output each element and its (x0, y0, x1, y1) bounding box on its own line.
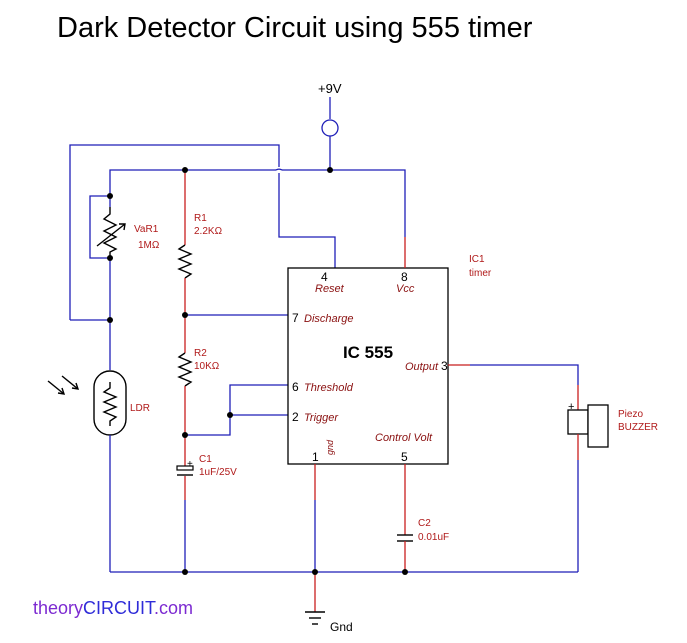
pin4-name: Reset (315, 283, 345, 295)
output-wire (470, 364, 579, 385)
junction-dot (227, 412, 233, 418)
r1-ref-label: R1 (194, 213, 207, 224)
threshold-wire (185, 384, 288, 436)
supply-label: +9V (318, 81, 342, 96)
pin6-number: 6 (292, 380, 299, 394)
ic-ref-label: IC1 (469, 254, 485, 265)
pin8-name: Vcc (396, 283, 415, 295)
ground-symbol (305, 572, 325, 625)
supply-terminal: +9V (318, 81, 342, 170)
junction-dot (312, 569, 318, 575)
resistor-r1 (177, 170, 193, 315)
pin2-number: 2 (292, 410, 299, 424)
junction-dot (182, 569, 188, 575)
brand-part-theory: theory (33, 598, 84, 618)
piezo-buzzer: + (567, 385, 609, 572)
junction-dot (327, 167, 333, 173)
c1-ref-label: C1 (199, 454, 212, 465)
pin1-name: gnd (325, 439, 335, 455)
junction-dot (107, 317, 113, 323)
brand-part-circuit: CIRCUIT (83, 598, 155, 618)
c1-value-label: 1uF/25V (199, 467, 237, 478)
buzzer-label-line1: Piezo (618, 409, 643, 420)
r1-value-label: 2.2KΩ (194, 226, 223, 237)
pin2-name: Trigger (304, 412, 339, 424)
pin3-name: Output (405, 361, 439, 373)
c2-ref-label: C2 (418, 518, 431, 529)
ldr-label: LDR (130, 403, 150, 414)
capacitor-c1: + (176, 435, 194, 572)
pin4-number: 4 (321, 270, 328, 284)
buzzer-label-line2: BUZZER (618, 422, 658, 433)
pin1-number: 1 (312, 450, 319, 464)
ic-555: IC 555 (287, 267, 449, 465)
pin5-number: 5 (401, 450, 408, 464)
r2-value-label: 10KΩ (194, 361, 220, 372)
pin7-name: Discharge (304, 313, 354, 325)
junction-dot (107, 193, 113, 199)
top-rail-wire (69, 144, 406, 320)
ic-name: IC 555 (343, 343, 393, 362)
junction-dot (402, 569, 408, 575)
pin8-number: 8 (401, 270, 408, 284)
pin5-name: Control Volt (375, 432, 433, 444)
pin3-number: 3 (441, 359, 448, 373)
c2-value-label: 0.01uF (418, 532, 449, 543)
var1-value-label: 1MΩ (138, 240, 160, 251)
junction-dot (182, 167, 188, 173)
r2-ref-label: R2 (194, 348, 207, 359)
c1-polarity-label: + (187, 459, 193, 470)
ground-label: Gnd (330, 620, 353, 634)
ic-desc-label: timer (469, 268, 492, 279)
brand-part-domain: .com (154, 598, 194, 618)
junction-nodes (107, 167, 408, 575)
variable-resistor-var1 (70, 169, 185, 370)
brand-watermark: theoryCIRCUIT.com (33, 598, 193, 619)
capacitor-c2 (397, 500, 413, 572)
diagram-title: Dark Detector Circuit using 555 timer (57, 12, 533, 44)
pin6-name: Threshold (304, 382, 354, 394)
ldr-photoresistor (47, 370, 127, 572)
pin7-number: 7 (292, 311, 299, 325)
junction-dot (107, 255, 113, 261)
resistor-r2 (177, 315, 193, 435)
junction-dot (182, 432, 188, 438)
buzzer-polarity-label: + (568, 401, 574, 413)
junction-dot (182, 312, 188, 318)
var1-ref-label: VaR1 (134, 224, 159, 235)
